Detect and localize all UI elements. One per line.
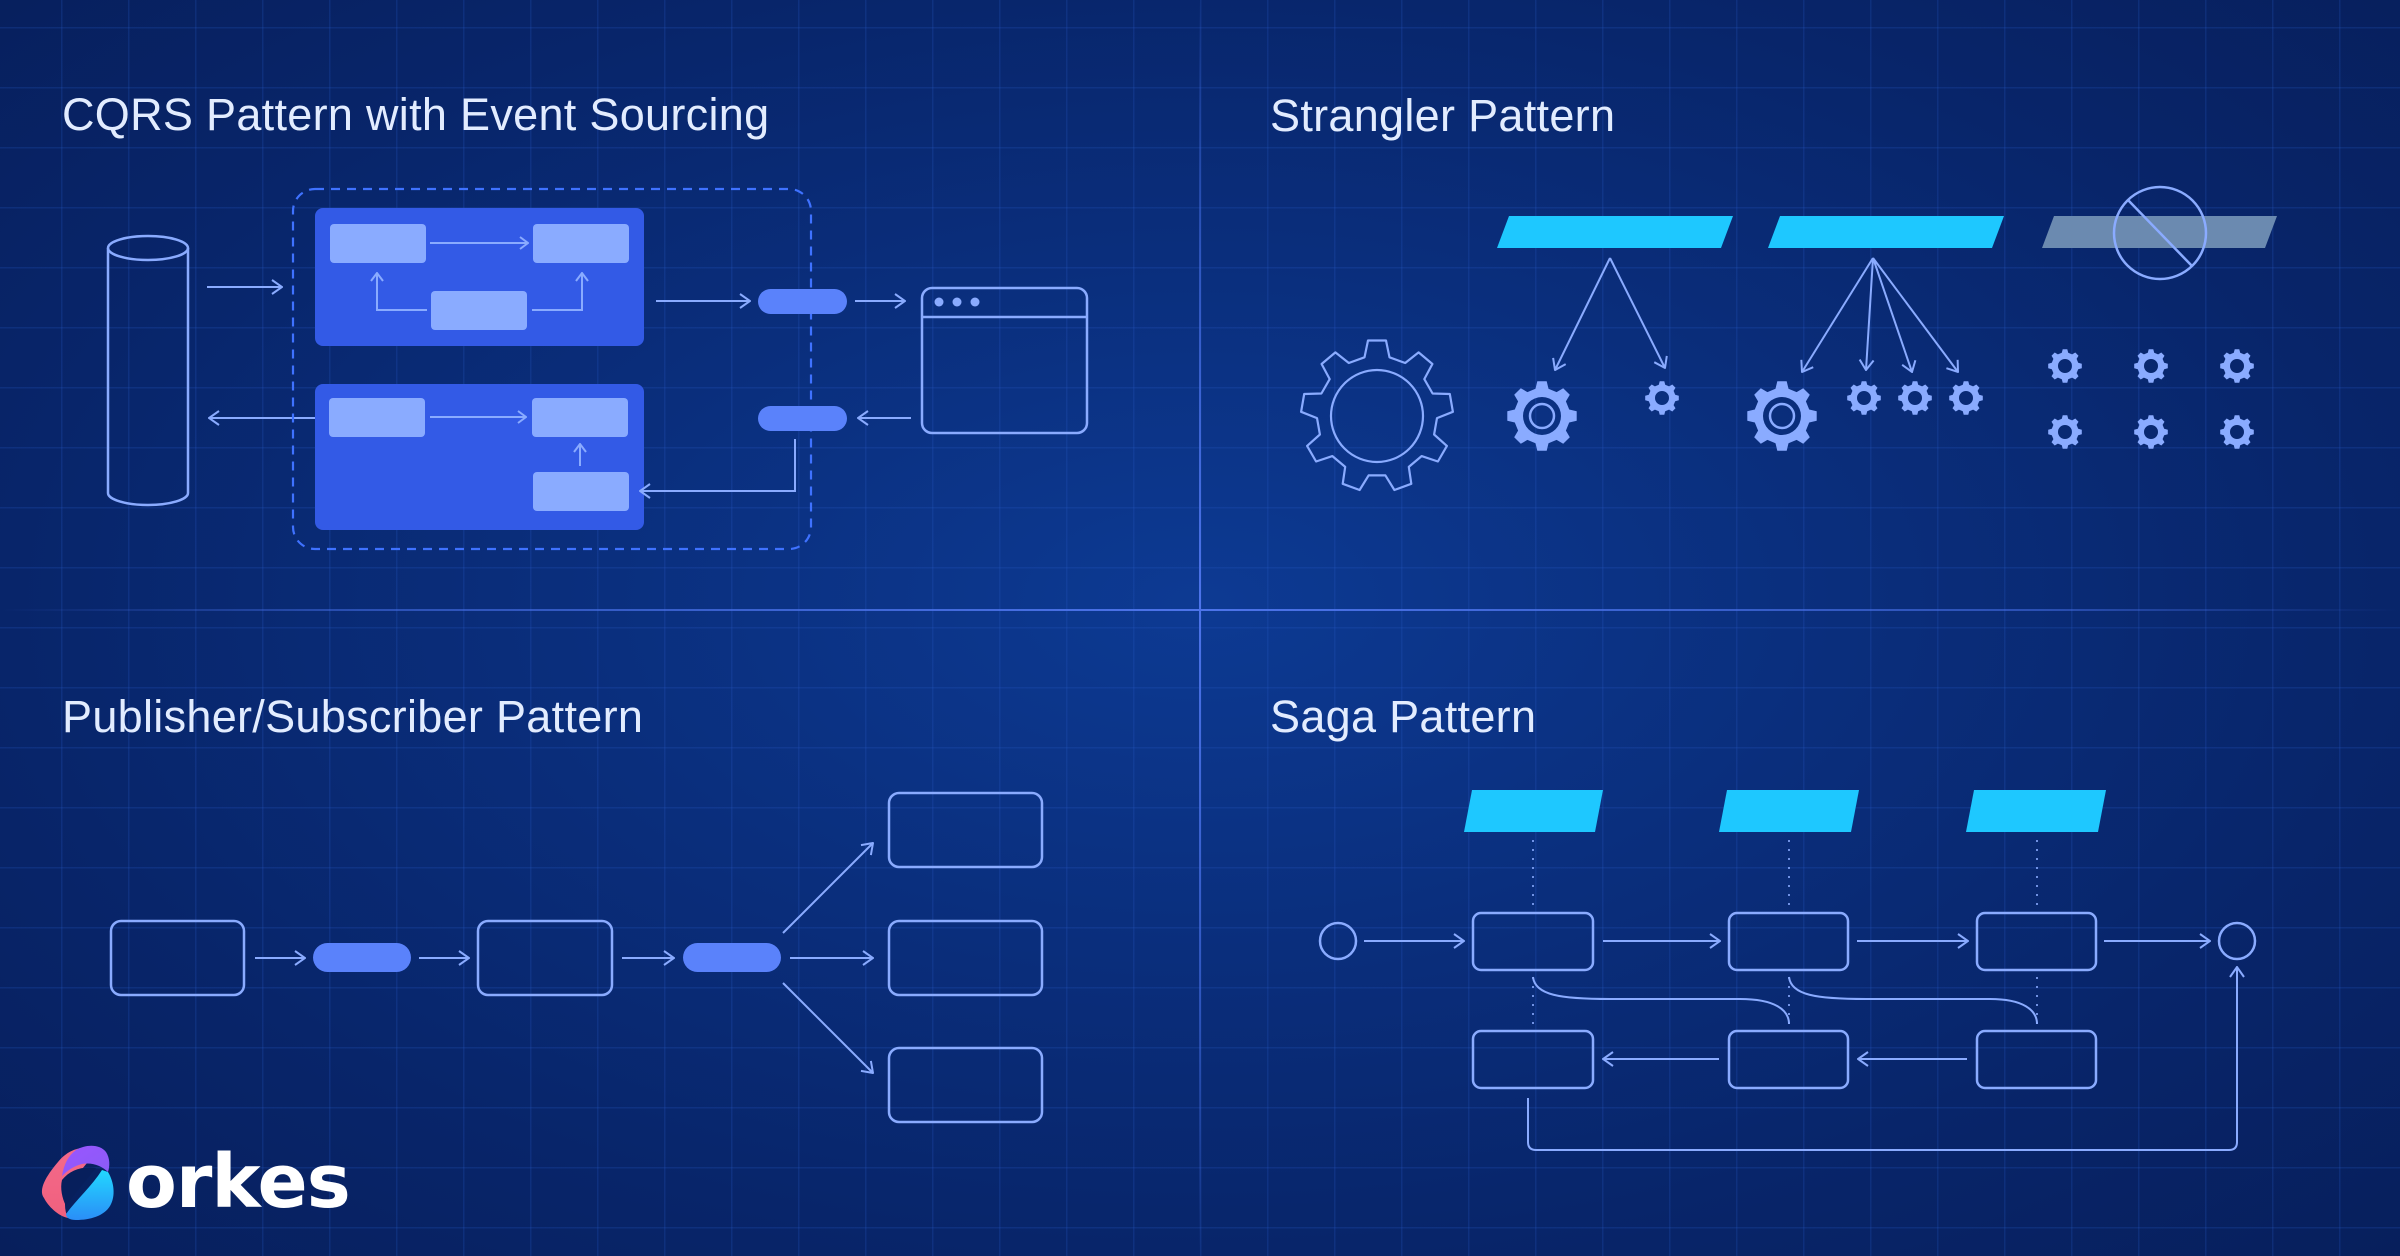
event-store-cylinder <box>106 234 190 507</box>
facade-bar-1 <box>1497 216 1733 248</box>
vertical-divider <box>1199 0 1201 1256</box>
cqrs-title: CQRS Pattern with Event Sourcing <box>62 89 770 140</box>
prohibited-slash-icon <box>2127 199 2193 267</box>
saga-failure-connector <box>1788 976 2038 1025</box>
saga-title: Saga Pattern <box>1270 691 1537 742</box>
saga-compensation-box-3 <box>1975 1029 2098 1090</box>
strangler-title: Strangler Pattern <box>1270 90 1616 141</box>
saga-service-bar-2 <box>1719 790 1859 832</box>
medium-gear-icon-ring <box>1528 402 1556 430</box>
medium-gear-icon <box>1507 381 1577 451</box>
small-gear-icon <box>1847 381 1881 415</box>
routing-arrow <box>1872 257 1912 372</box>
subscriber-box-3 <box>887 1046 1044 1124</box>
query-message-pill <box>758 406 847 431</box>
monolith-gear-outline-icon <box>1300 339 1454 492</box>
saga-transaction-box-1 <box>1471 911 1595 972</box>
client-browser-window <box>920 286 1089 435</box>
broker-pill-1 <box>313 943 411 972</box>
routing-arrow <box>1866 257 1873 370</box>
microservice-gear-icon <box>2220 415 2254 449</box>
prohibited-circle-icon <box>2112 185 2208 281</box>
window-dot-icon <box>970 297 980 307</box>
saga-service-bar-3 <box>1966 790 2106 832</box>
command-arrow <box>532 273 582 311</box>
command-arrow <box>377 273 427 311</box>
arrow <box>782 843 873 934</box>
service-boundary-dashed <box>291 187 813 551</box>
orkes-logo-mark-icon <box>41 1145 114 1220</box>
saga-end-node <box>2217 921 2257 961</box>
saga-start-node <box>1318 921 1358 961</box>
query-block-1 <box>329 398 425 437</box>
saga-diagram <box>1318 790 2257 1151</box>
publisher-box <box>109 919 246 997</box>
subscriber-box-1 <box>887 791 1044 869</box>
saga-transaction-box-3 <box>1975 911 2098 972</box>
saga-compensation-box-2 <box>1727 1029 1850 1090</box>
saga-transaction-box-2 <box>1727 911 1850 972</box>
saga-service-bar-1 <box>1464 790 1603 832</box>
horizontal-divider <box>0 609 2400 611</box>
subscriber-box-2 <box>887 919 1044 997</box>
query-block-3 <box>533 472 629 511</box>
saga-failure-connector <box>1532 976 1790 1025</box>
routing-arrow <box>1555 257 1611 370</box>
saga-completion-loop <box>1527 967 2237 1151</box>
facade-bar-2 <box>1768 216 2004 248</box>
window-dot-icon <box>952 297 962 307</box>
small-gear-icon <box>1645 381 1679 415</box>
broker-pill-2 <box>683 943 781 972</box>
orkes-logo: orkes <box>36 1139 351 1225</box>
microservice-gear-icon <box>2048 349 2082 383</box>
pubsub-title: Publisher/Subscriber Pattern <box>62 691 644 742</box>
window-dot-icon <box>934 297 944 307</box>
microservice-gear-icon <box>2048 415 2082 449</box>
strangler-diagram <box>1300 185 2277 492</box>
medium-gear-icon-ring <box>1768 402 1796 430</box>
command-block-2 <box>533 224 629 263</box>
routing-arrow <box>1802 257 1874 372</box>
brand-wordmark: orkes <box>126 1139 351 1225</box>
query-block-2 <box>532 398 628 437</box>
routing-arrow <box>1872 257 1958 372</box>
cqrs-diagram <box>106 187 1089 551</box>
command-block-1 <box>330 224 426 263</box>
saga-dotted-lines <box>1532 840 2038 1026</box>
saga-compensation-box-1 <box>1471 1029 1595 1090</box>
intermediate-service-box <box>476 919 614 997</box>
small-gear-icon <box>1898 381 1932 415</box>
routing-arrow <box>1609 257 1665 368</box>
arrow <box>782 982 873 1073</box>
medium-gear-icon <box>1747 381 1817 451</box>
microservice-gear-icon <box>2134 349 2168 383</box>
command-block-3 <box>431 291 527 330</box>
microservice-gear-icon <box>2134 415 2168 449</box>
microservice-gear-icon <box>2220 349 2254 383</box>
pubsub-diagram <box>109 791 1044 1124</box>
command-message-pill <box>758 289 847 314</box>
arrow-to-query-panel <box>640 439 796 491</box>
monolith-gear-inner-circle <box>1329 368 1425 464</box>
small-gear-icon <box>1949 381 1983 415</box>
